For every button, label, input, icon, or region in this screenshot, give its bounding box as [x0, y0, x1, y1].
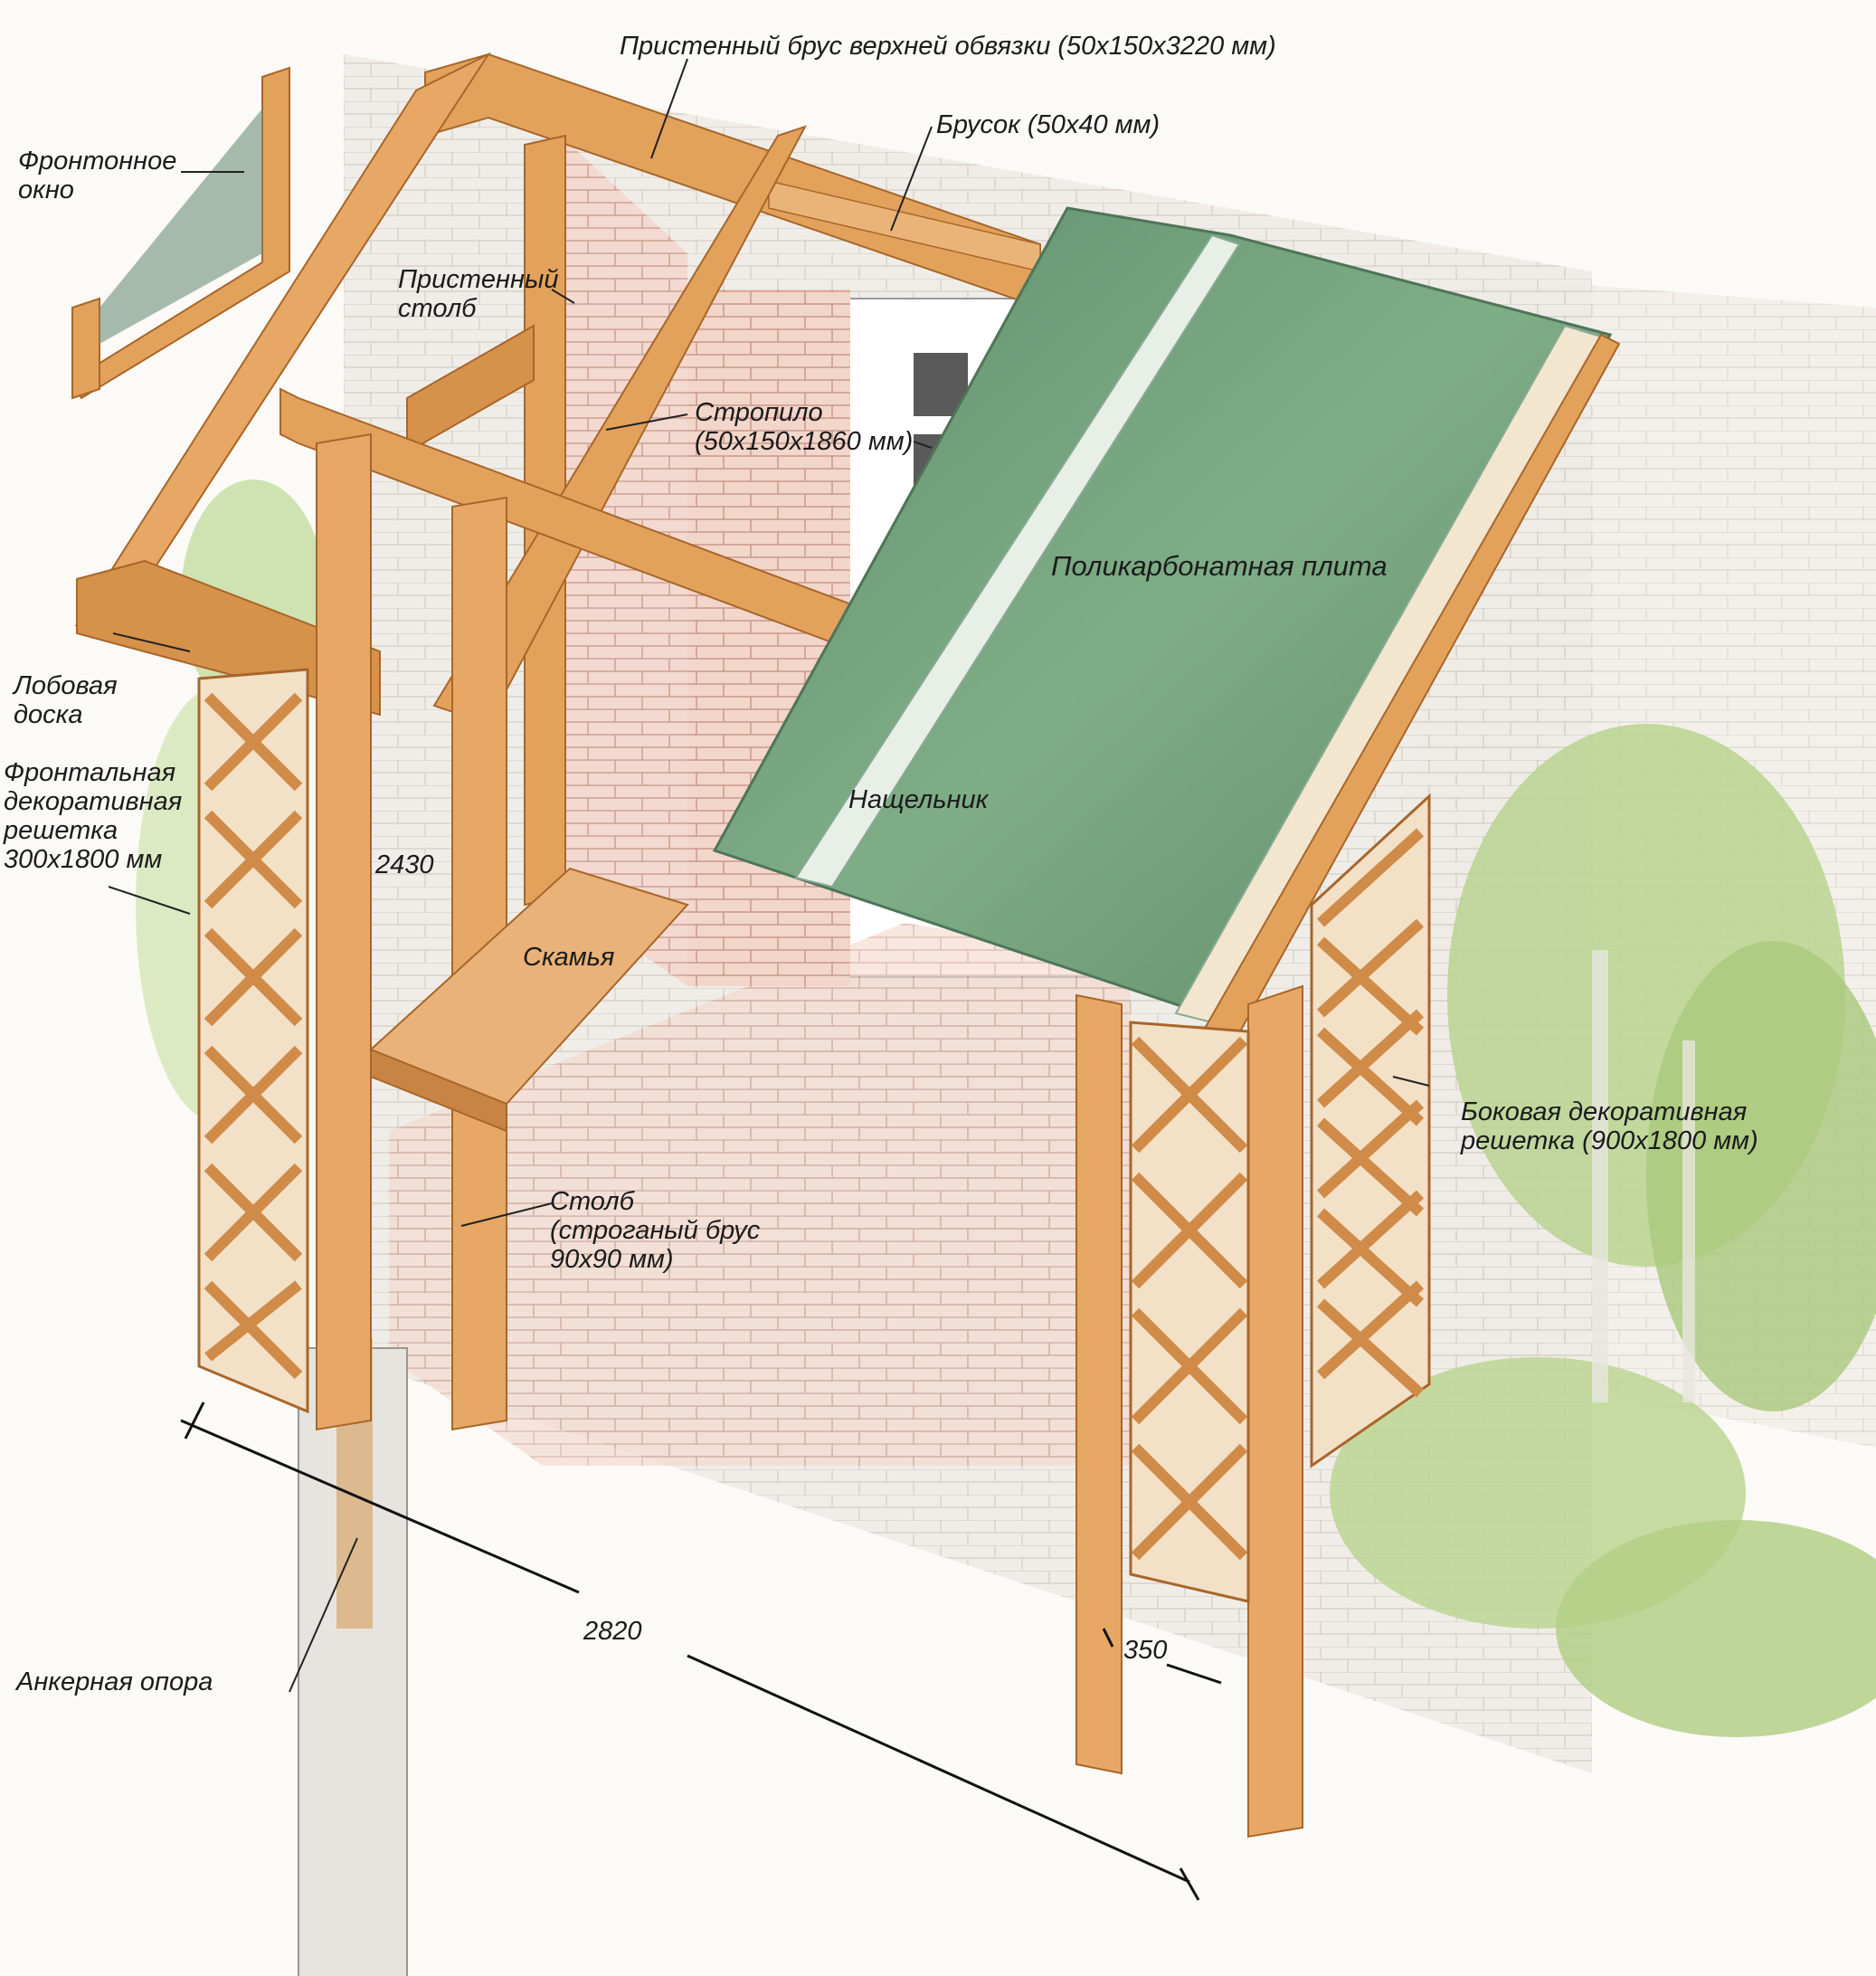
label-gable-window: Фронтонное окно	[18, 147, 177, 204]
bench	[369, 867, 689, 1133]
dimension-lines	[180, 1401, 1222, 1901]
foliage-right	[1330, 724, 1876, 1737]
label-top-plate-beam: Пристенный брус верхней обвязки (50х150х…	[620, 32, 1276, 61]
label-batten: Брусок (50х40 мм)	[936, 110, 1161, 139]
label-anchor: Анкерная опора	[16, 1667, 213, 1696]
leader-lines	[108, 58, 1430, 1693]
label-bench: Скамья	[523, 943, 615, 972]
label-post: Столб (строганый брус 90х90 мм)	[550, 1187, 761, 1274]
label-depth-dimension: 350	[1123, 1636, 1168, 1665]
front-post-left	[316, 432, 372, 1431]
label-rafter: Стропило (50х150х1860 мм)	[695, 398, 914, 456]
gable-window	[71, 66, 290, 400]
label-wall-post: Пристенный столб	[398, 265, 559, 323]
side-lattice	[1129, 793, 1431, 1603]
front-lattice	[197, 668, 309, 1414]
label-fascia: Лобовая доска	[14, 671, 118, 729]
label-height-dimension: 2430	[375, 850, 434, 879]
rear-post-right	[1247, 984, 1303, 1838]
label-front-lattice: Фронтальная декоративная решетка 300х180…	[4, 758, 183, 874]
front-post-right-side	[1075, 993, 1123, 1775]
anchor-footing	[298, 1339, 408, 1976]
label-width-dimension: 2820	[583, 1617, 642, 1646]
label-side-lattice: Боковая декоративная решетка (900х1800 м…	[1461, 1097, 1758, 1155]
label-batten-strip: Нащельник	[848, 785, 989, 814]
label-polycarbonate: Поликарбонатная плита	[1051, 550, 1388, 582]
polycarbonate-roof	[712, 206, 1613, 1024]
